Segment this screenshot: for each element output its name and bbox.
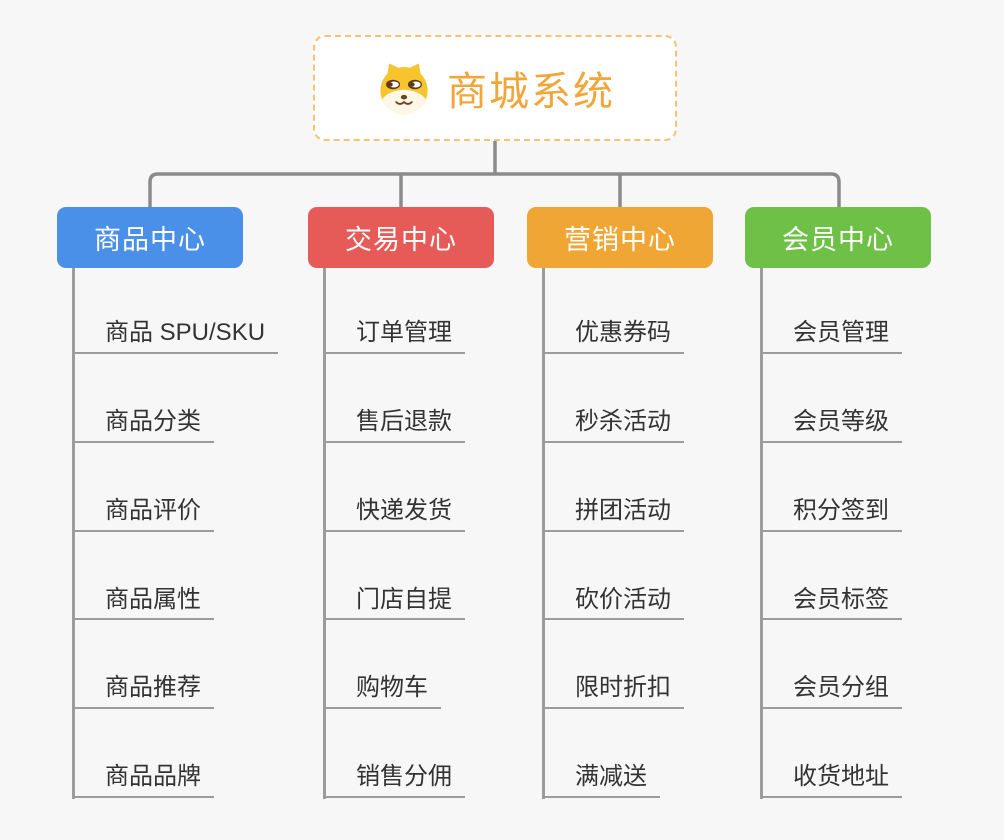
leaf-item-label: 快递发货 bbox=[356, 496, 452, 524]
leaf-item-label: 商品 SPU/SKU bbox=[105, 319, 266, 347]
leaf-item[interactable]: 商品属性 bbox=[72, 532, 214, 621]
leaf-item-label: 销售分佣 bbox=[356, 763, 452, 791]
leaf-item[interactable]: 订单管理 bbox=[323, 268, 465, 354]
leaf-item-label: 商品属性 bbox=[105, 585, 201, 613]
branch-column-3: 营销中心 优惠券码秒杀活动拼团活动砍价活动限时折扣满减送 bbox=[527, 207, 713, 799]
leaf-item-label: 商品分类 bbox=[105, 408, 201, 435]
leaf-item-label: 售后退款 bbox=[356, 408, 452, 435]
leaf-item[interactable]: 售后退款 bbox=[323, 354, 465, 443]
leaf-item-label: 订单管理 bbox=[356, 319, 452, 347]
leaf-item[interactable]: 收货地址 bbox=[760, 709, 902, 798]
branch-items: 会员管理会员等级积分签到会员标签会员分组收货地址 bbox=[760, 268, 902, 798]
branch-column-2: 交易中心 订单管理售后退款快递发货门店自提购物车销售分佣 bbox=[308, 207, 494, 799]
leaf-item-label: 门店自提 bbox=[356, 585, 452, 613]
branch-label: 营销中心 bbox=[564, 225, 676, 255]
leaf-item[interactable]: 购物车 bbox=[323, 620, 441, 710]
branch-items: 订单管理售后退款快递发货门店自提购物车销售分佣 bbox=[323, 268, 465, 798]
leaf-item[interactable]: 商品推荐 bbox=[72, 620, 214, 710]
branch-header[interactable]: 会员中心 bbox=[745, 207, 931, 268]
branch-column-4: 会员中心 会员管理会员等级积分签到会员标签会员分组收货地址 bbox=[745, 207, 931, 799]
dog-face-icon bbox=[375, 60, 433, 116]
branch-column-1: 商品中心 商品 SPU/SKU 商品分类商品评价商品属性商品推荐商品品牌 bbox=[57, 207, 279, 799]
root-topic-title: 商城系统 bbox=[447, 70, 615, 114]
leaf-item-label: 会员标签 bbox=[793, 585, 889, 613]
branch-label: 交易中心 bbox=[345, 225, 457, 255]
leaf-item[interactable]: 会员管理 bbox=[760, 268, 902, 354]
branch-trunk-line bbox=[72, 268, 75, 799]
leaf-item-label: 满减送 bbox=[575, 763, 647, 791]
leaf-item-label: 拼团活动 bbox=[575, 496, 671, 524]
leaf-item[interactable]: 积分签到 bbox=[760, 443, 902, 532]
branch-items: 优惠券码秒杀活动拼团活动砍价活动限时折扣满减送 bbox=[542, 268, 684, 798]
leaf-item[interactable]: 满减送 bbox=[542, 709, 660, 798]
branch-label: 商品中心 bbox=[94, 225, 206, 255]
leaf-item-label: 会员分组 bbox=[793, 674, 889, 702]
branch-trunk-line bbox=[542, 268, 545, 799]
branch-items: 商品 SPU/SKU 商品分类商品评价商品属性商品推荐商品品牌 bbox=[72, 268, 279, 798]
branch-header[interactable]: 营销中心 bbox=[527, 207, 713, 268]
leaf-item[interactable]: 拼团活动 bbox=[542, 443, 684, 532]
leaf-item[interactable]: 商品品牌 bbox=[72, 709, 214, 798]
bus-line bbox=[148, 172, 841, 209]
leaf-item-label: 商品推荐 bbox=[105, 674, 201, 702]
leaf-item[interactable]: 限时折扣 bbox=[542, 620, 684, 710]
leaf-item-label: 优惠券码 bbox=[575, 319, 671, 347]
leaf-item[interactable]: 商品评价 bbox=[72, 443, 214, 532]
leaf-item[interactable]: 会员分组 bbox=[760, 620, 902, 710]
branch-trunk-line bbox=[323, 268, 326, 799]
leaf-item[interactable]: 会员标签 bbox=[760, 532, 902, 621]
leaf-item[interactable]: 销售分佣 bbox=[323, 709, 465, 798]
leaf-item-label: 积分签到 bbox=[793, 496, 889, 524]
leaf-item-label: 会员管理 bbox=[793, 319, 889, 347]
leaf-item[interactable]: 商品分类 bbox=[72, 354, 214, 443]
leaf-item-label: 秒杀活动 bbox=[575, 408, 671, 435]
leaf-item[interactable]: 商品 SPU/SKU bbox=[72, 268, 279, 354]
branch-header[interactable]: 商品中心 bbox=[57, 207, 243, 268]
branch-label: 会员中心 bbox=[782, 225, 894, 255]
branch-trunk-line bbox=[760, 268, 763, 799]
leaf-item[interactable]: 优惠券码 bbox=[542, 268, 684, 354]
leaf-item[interactable]: 砍价活动 bbox=[542, 532, 684, 621]
leaf-item-label: 砍价活动 bbox=[575, 585, 671, 613]
leaf-item[interactable]: 门店自提 bbox=[323, 532, 465, 621]
leaf-item-label: 收货地址 bbox=[793, 763, 889, 791]
root-topic[interactable]: 商城系统 bbox=[313, 35, 677, 141]
leaf-item-label: 购物车 bbox=[356, 674, 428, 702]
leaf-item-label: 会员等级 bbox=[793, 408, 889, 435]
leaf-item-label: 商品评价 bbox=[105, 496, 201, 524]
branch-header[interactable]: 交易中心 bbox=[308, 207, 494, 268]
leaf-item-label: 限时折扣 bbox=[575, 674, 671, 702]
leaf-item[interactable]: 秒杀活动 bbox=[542, 354, 684, 443]
leaf-item[interactable]: 会员等级 bbox=[760, 354, 902, 443]
leaf-item[interactable]: 快递发货 bbox=[323, 443, 465, 532]
leaf-item-label: 商品品牌 bbox=[105, 763, 201, 791]
